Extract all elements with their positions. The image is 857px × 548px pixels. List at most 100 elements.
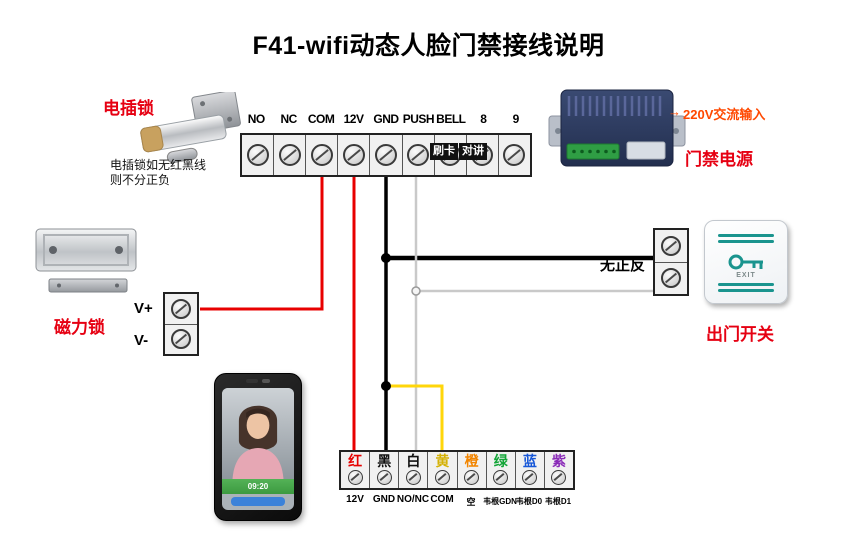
- electric-lock-note-line1: 电插锁如无红黑线: [110, 158, 207, 172]
- bottom-pin-gnd: GND: [372, 494, 396, 505]
- terminal-red: 红: [341, 452, 371, 488]
- arrow-right-icon: →: [668, 104, 681, 119]
- screw-icon: [522, 470, 538, 485]
- top-terminal-block: [240, 133, 532, 177]
- screw-icon: [407, 144, 430, 166]
- magnetic-lock-label: 磁力锁: [54, 318, 105, 337]
- terminal-nc: [274, 135, 307, 175]
- pin-label-9: 9: [512, 112, 520, 126]
- power-input-text: 220V交流输入: [683, 107, 766, 122]
- v-minus-label: V-: [134, 332, 149, 349]
- bottom-pin-wiegand-d0: 韦根D0: [515, 497, 543, 506]
- terminal-gnd: [370, 135, 403, 175]
- terminal-orange: 橙: [458, 452, 487, 488]
- power-supply-image: [548, 89, 686, 167]
- wire-red-com-to-vplus: [200, 176, 324, 311]
- wire-name-black: 黑: [377, 453, 392, 469]
- exit-button-stripe: [718, 283, 774, 286]
- screw-icon: [171, 329, 191, 350]
- pin-label-nc: NC: [280, 112, 297, 126]
- screen-status-bar: 09:20: [222, 479, 294, 494]
- terminal-exit-1: [655, 230, 687, 263]
- screw-icon: [246, 144, 269, 166]
- terminal-9: [499, 135, 530, 175]
- junction-dot-exit: [381, 253, 391, 263]
- junction-ring-white: [411, 286, 421, 296]
- screw-icon: [464, 470, 480, 485]
- terminal-black: 黑: [370, 452, 400, 488]
- wire-name-white: 白: [406, 453, 421, 469]
- exit-terminal-block: [653, 228, 689, 296]
- exit-button-stripe: [718, 240, 774, 243]
- face-recognition-device-image: 09:20: [214, 373, 302, 521]
- screw-icon: [661, 235, 681, 256]
- terminal-purple: 紫: [545, 452, 573, 488]
- screw-icon: [434, 470, 450, 485]
- bottom-pin-nonc: NO/NC: [396, 494, 430, 505]
- screw-icon: [376, 470, 392, 485]
- device-screen: 09:20: [222, 388, 294, 510]
- terminal-com: [306, 135, 339, 175]
- bottom-terminal-block: 红 黑 白 黄 橙 绿 蓝 紫: [339, 450, 575, 490]
- electric-lock-label: 电插锁: [103, 99, 154, 118]
- terminal-green: 绿: [487, 452, 516, 488]
- junction-dot-yellow: [381, 381, 391, 391]
- screw-icon: [310, 144, 333, 166]
- terminal-blue: 蓝: [516, 452, 545, 488]
- screw-icon: [551, 470, 567, 485]
- screw-icon: [503, 144, 526, 166]
- camera-icon: [246, 379, 258, 383]
- terminal-12v: [338, 135, 371, 175]
- bottom-pin-com: COM: [430, 494, 454, 505]
- pin-label-bell: BELL: [436, 112, 466, 126]
- bottom-pin-wiegand-gnd: 韦根GDN: [483, 497, 517, 506]
- pin-label-8: 8: [480, 112, 487, 126]
- v-plus-label: V+: [134, 300, 153, 317]
- exit-button-stripe: [718, 289, 774, 292]
- screw-icon: [661, 268, 681, 289]
- screw-icon: [171, 298, 191, 319]
- wire-name-green: 绿: [493, 453, 508, 469]
- terminal-exit-2: [655, 263, 687, 295]
- pin-label-push: PUSH: [402, 112, 435, 126]
- terminal-tag-swipe-card: 刷卡: [430, 143, 458, 160]
- electric-lock-note-line2: 则不分正负: [110, 173, 171, 187]
- wire-name-blue: 蓝: [522, 453, 537, 469]
- pin-label-12v: 12V: [343, 112, 364, 126]
- terminal-white: 白: [399, 452, 429, 488]
- screw-icon: [493, 470, 509, 485]
- screw-icon: [342, 144, 365, 166]
- screw-icon: [405, 470, 421, 485]
- screw-icon: [347, 470, 363, 485]
- page-title: F41-wifi动态人脸门禁接线说明: [252, 32, 605, 60]
- wire-name-yellow: 黄: [435, 453, 450, 469]
- terminal-tag-intercom: 对讲: [459, 143, 487, 160]
- screen-time: 09:20: [247, 482, 269, 491]
- terminal-v-plus: [165, 294, 197, 325]
- terminal-yellow: 黄: [428, 452, 458, 488]
- electric-lock-note: 电插锁如无红黑线 则不分正负: [110, 158, 206, 188]
- bottom-pin-wiegand-d1: 韦根D1: [544, 497, 572, 506]
- exit-button-stripe: [718, 234, 774, 237]
- camera-strip: [215, 379, 301, 383]
- wire-yellow-com: [386, 384, 444, 452]
- camera-icon: [262, 379, 270, 383]
- screen-action-button: [231, 497, 285, 506]
- bottom-pin-12v: 12V: [346, 494, 364, 505]
- power-input-note: → 220V交流输入: [668, 104, 765, 123]
- exit-button-image: EXIT: [704, 220, 788, 304]
- screw-icon: [278, 144, 301, 166]
- top-terminal-pin-labels: NO NC COM 12V GND PUSH BELL 8 9: [240, 112, 532, 126]
- terminal-no: [242, 135, 275, 175]
- pin-label-no: NO: [247, 112, 266, 126]
- lock-terminal-block: [163, 292, 199, 356]
- no-polarity-label: 无正反: [600, 257, 646, 274]
- bottom-pin-empty: 空: [466, 497, 476, 507]
- wire-name-red: 红: [348, 453, 363, 469]
- screw-icon: [374, 144, 397, 166]
- key-icon: [728, 254, 763, 270]
- magnetic-lock-image: [35, 228, 137, 293]
- wire-name-purple: 紫: [551, 453, 566, 469]
